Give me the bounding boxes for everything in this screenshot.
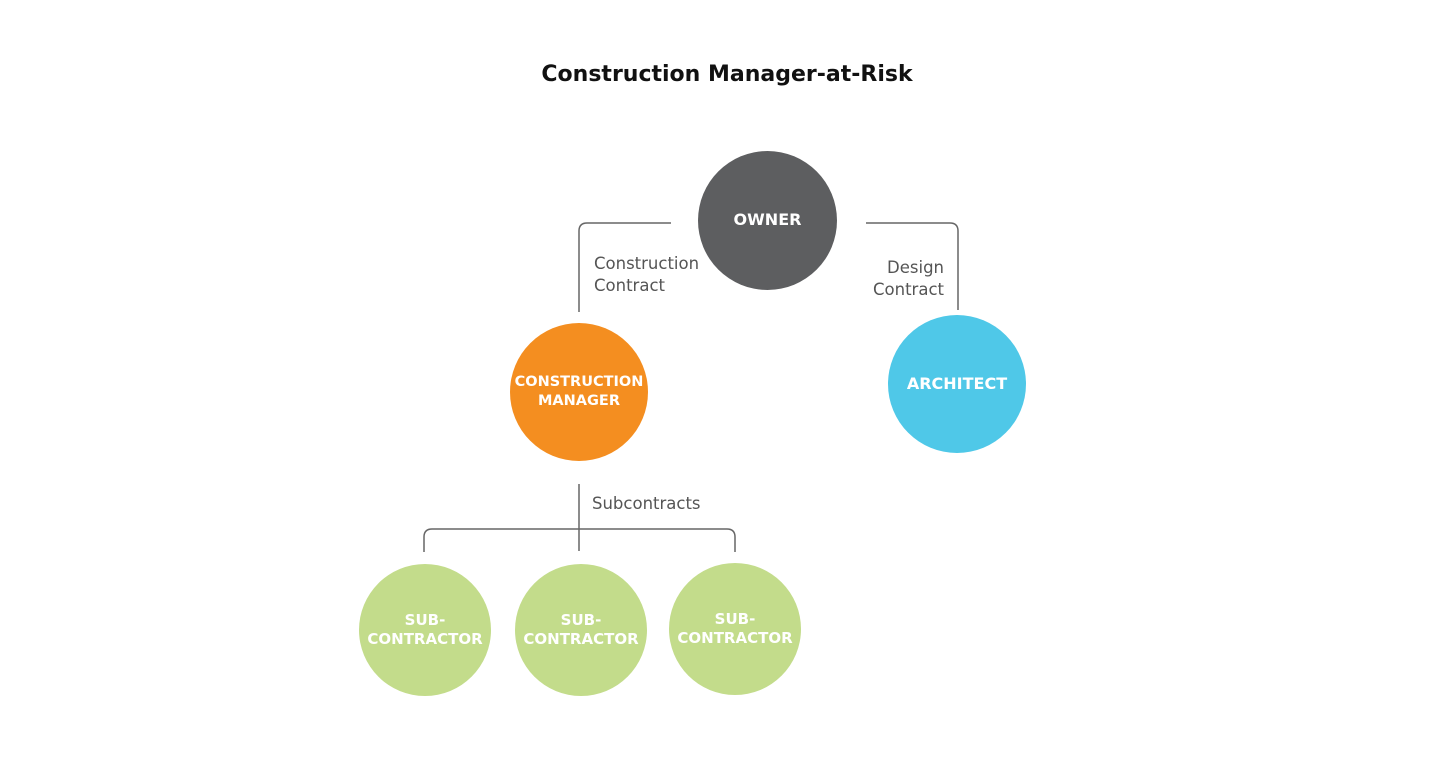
subcontractor-node-1-label-line2: CONTRACTOR (367, 630, 483, 648)
subcontractor-node-1-label-line1: SUB- (404, 610, 446, 629)
subcontracts-label: Subcontracts (592, 494, 701, 513)
architect-node: ARCHITECT (888, 315, 1026, 453)
subcontractor-node-3-label-line2: CONTRACTOR (677, 629, 793, 647)
subcontractor-node-2: SUB- CONTRACTOR (515, 564, 647, 696)
subcontractor-node-3-label-line1: SUB- (714, 609, 756, 628)
owner-node-label: OWNER (733, 210, 802, 230)
design-contract-label: Design Contract (862, 257, 944, 301)
design-contract-label-line1: Design (887, 258, 944, 277)
construction-manager-node-label-line1: CONSTRUCTION (514, 374, 644, 391)
connector-owner-to-cm (578, 222, 671, 312)
construction-contract-label-line1: Construction (594, 254, 700, 273)
design-contract-label-line2: Contract (873, 280, 944, 299)
construction-contract-label-line2: Contract (594, 276, 665, 295)
architect-node-label: ARCHITECT (906, 373, 1008, 393)
construction-manager-node-label-line2: MANAGER (538, 393, 620, 409)
connector-owner-to-architect (866, 222, 959, 310)
construction-manager-node: CONSTRUCTION MANAGER (510, 323, 648, 461)
connector-subcontract-bracket (423, 528, 736, 552)
subcontractor-node-1: SUB- CONTRACTOR (359, 564, 491, 696)
subcontractor-node-2-label-line1: SUB- (560, 610, 602, 629)
subcontractor-node-2-label-line2: CONTRACTOR (523, 630, 639, 648)
subcontractor-node-3: SUB- CONTRACTOR (669, 563, 801, 695)
owner-node: OWNER (698, 151, 837, 290)
page-title: Construction Manager-at-Risk (541, 62, 913, 87)
construction-contract-label: Construction Contract (594, 253, 699, 297)
